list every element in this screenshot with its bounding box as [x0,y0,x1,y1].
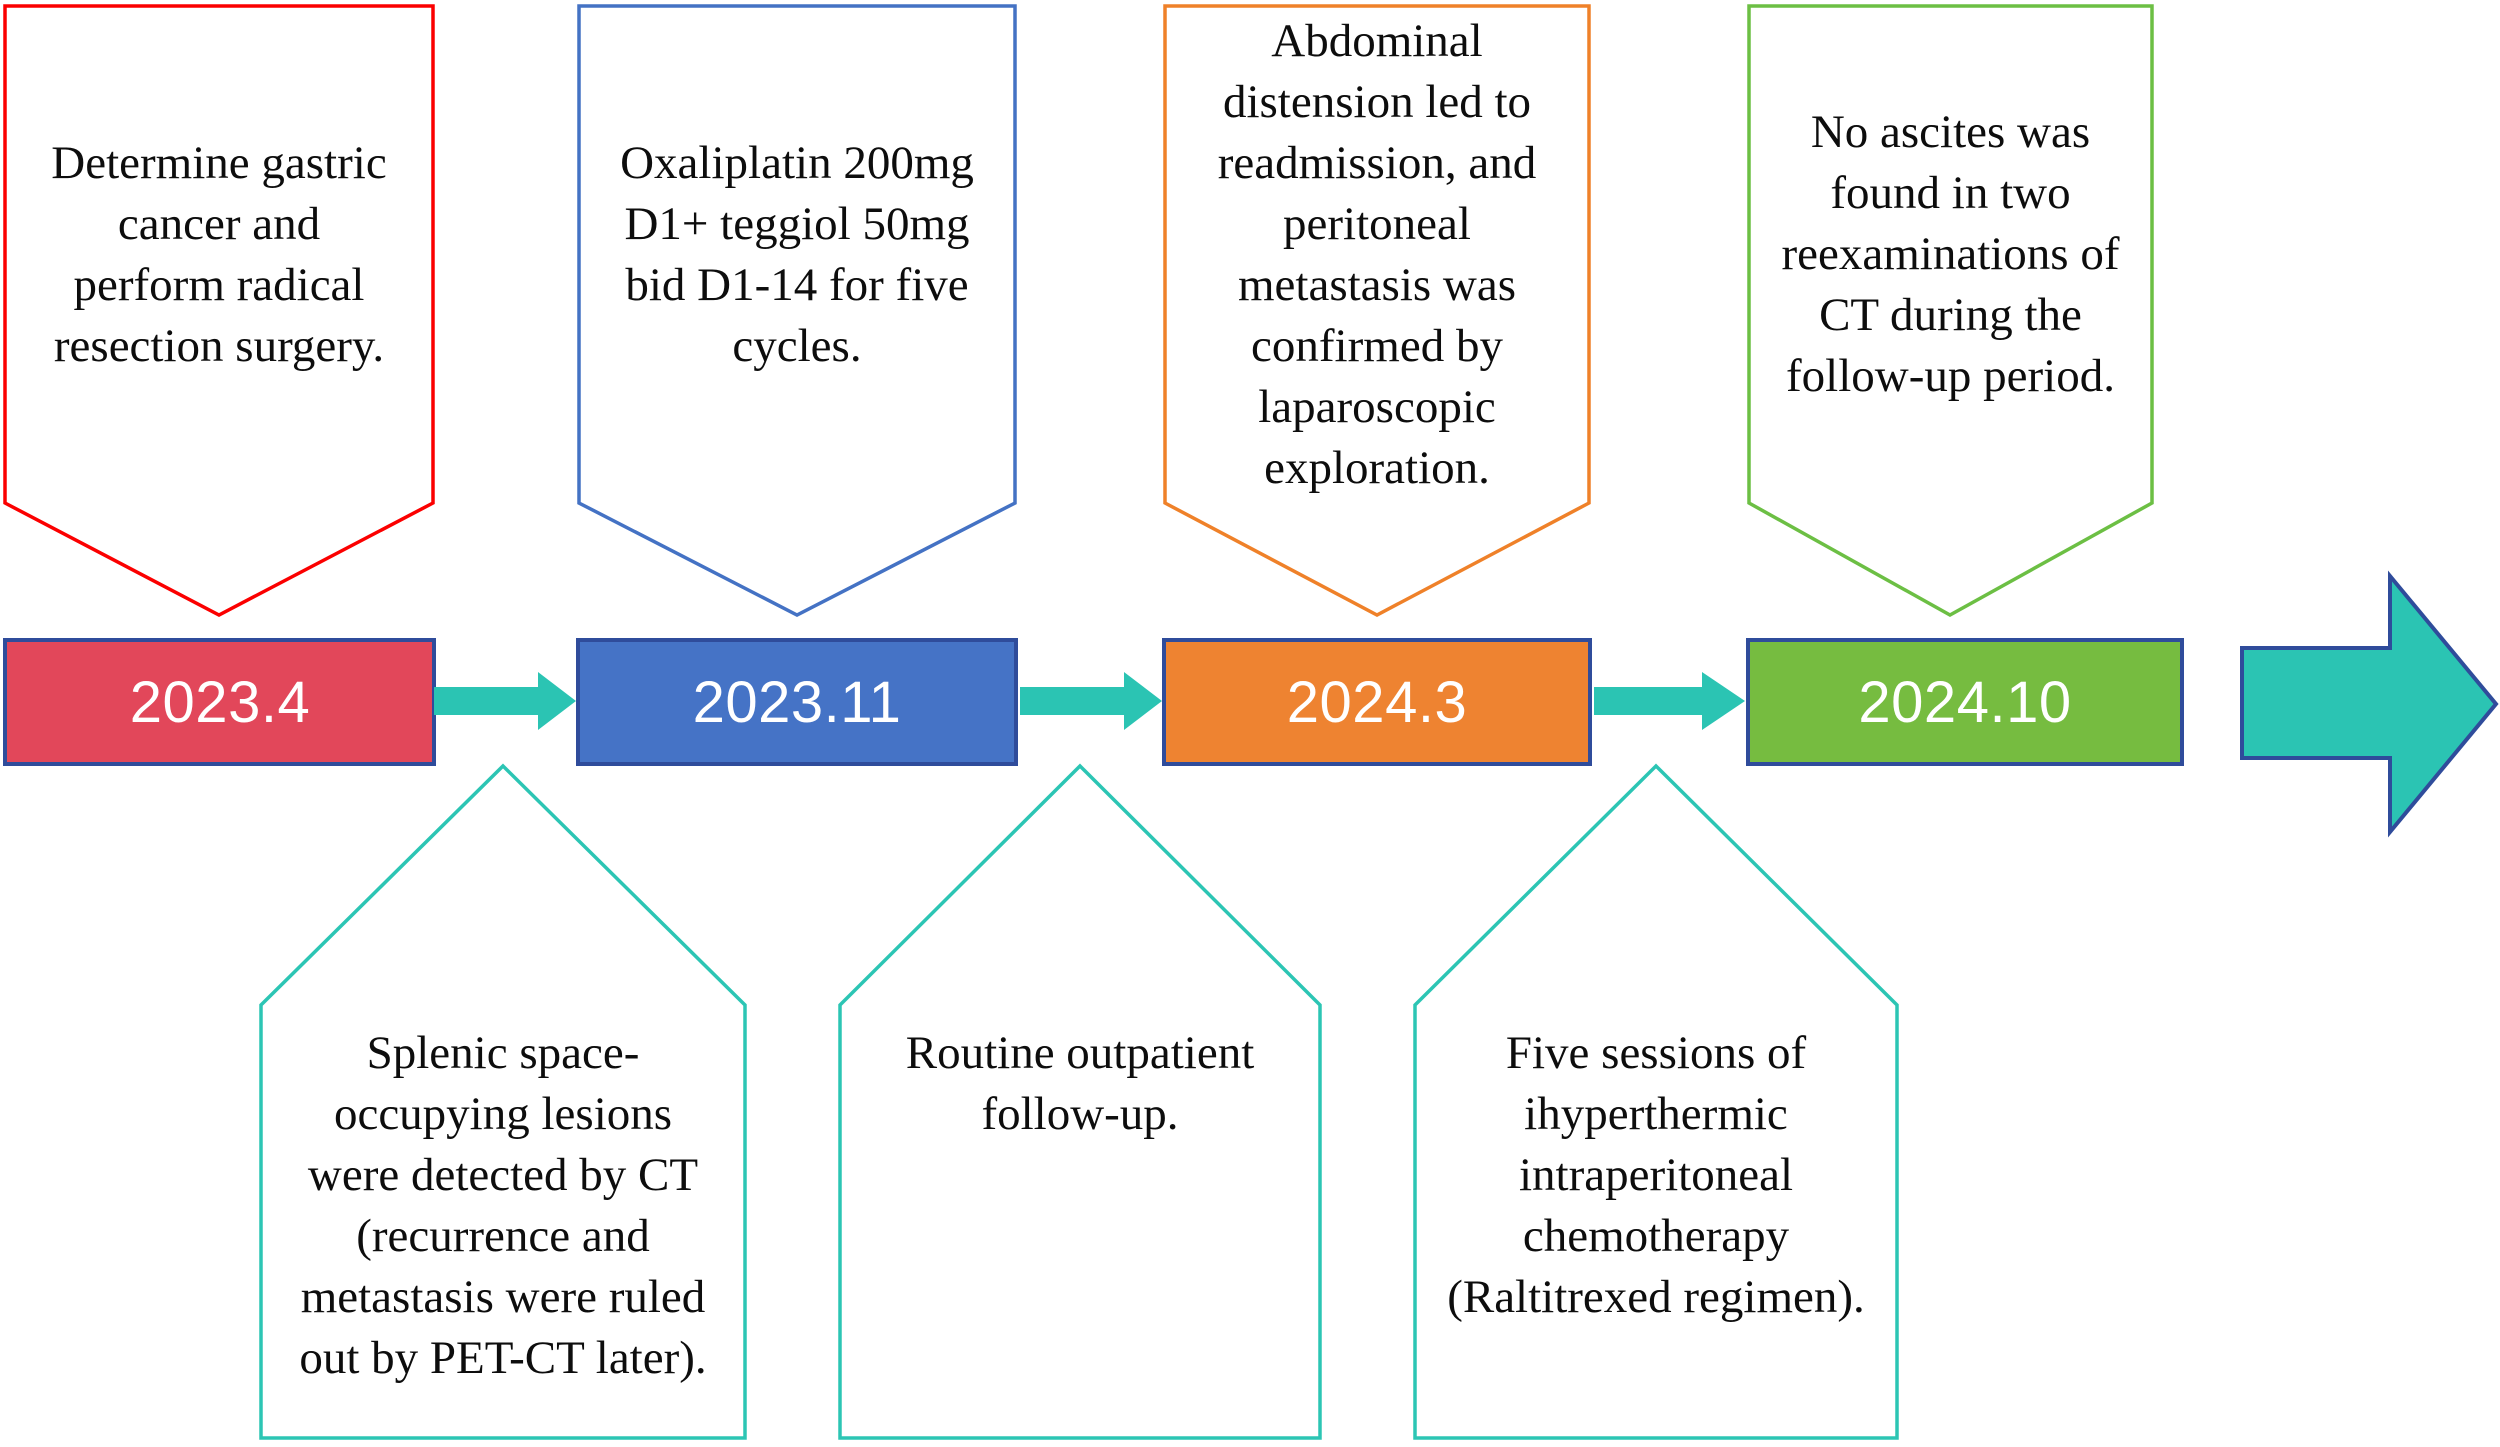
continuation-arrow-icon [2240,570,2499,838]
outpatient-followup-callout-shape [838,763,1322,1440]
readmission-note: Abdominal distension led to readmission,… [1217,14,1537,494]
milestone-date-2024-10: 2024.10 [1858,670,2071,735]
hipec-callout-shape [1413,763,1899,1440]
outpatient-followup-note: Routine outpatient follow-up. [905,1027,1255,1140]
milestone-date-2023-11: 2023.11 [693,670,902,735]
surgery-note: Determine gastric cancer and perform rad… [51,136,387,372]
followup-ct-note: No ascites was found in two reexaminatio… [1781,106,2120,402]
milestone-box-2023-11 [576,638,1018,766]
milestone-date-2024-3: 2024.3 [1287,670,1467,735]
milestone-box-2023-4 [3,638,436,766]
timeline-arrow-1-icon [434,672,576,730]
timeline-arrow-3-icon [1594,672,1745,730]
milestone-box-2024-10 [1746,638,2184,766]
chemo-cycles-callout-shape [577,4,1017,617]
splenic-lesions-callout-shape [259,763,747,1440]
milestone-box-2024-3 [1162,638,1592,766]
readmission-callout-shape [1163,4,1591,617]
hipec-note: Five sessions of ihyperthermic intraperi… [1447,1027,1865,1323]
milestone-date-2023-4: 2023.4 [130,670,310,735]
surgery-callout-shape [3,4,435,617]
splenic-lesions-note: Splenic space- occupying lesions were de… [299,1027,707,1384]
chemo-cycles-note: Oxaliplatin 200mg D1+ teggiol 50mg bid D… [620,136,974,372]
followup-ct-callout-shape [1747,4,2154,618]
timeline-arrow-2-icon [1020,672,1162,730]
